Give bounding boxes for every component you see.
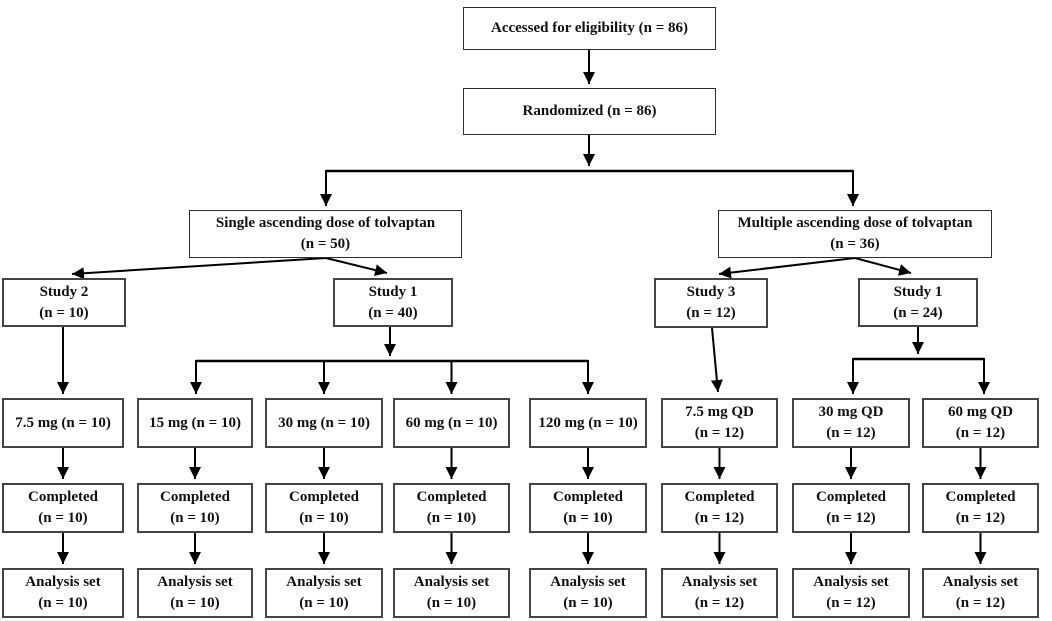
- node-dose-7-5mg: 7.5 mg (n = 10): [2, 398, 124, 448]
- node-dose-30mg: 30 mg (n = 10): [265, 398, 383, 448]
- node-label: 15 mg (n = 10): [149, 414, 241, 431]
- node-label: 120 mg (n = 10): [538, 414, 638, 431]
- node-study-2: Study 2 (n = 10): [2, 278, 126, 327]
- node-analysis-col1: Analysis set (n = 10): [2, 568, 124, 618]
- node-analysis-col4: Analysis set (n = 10): [393, 568, 510, 618]
- node-label: Completed (n = 10): [416, 489, 487, 526]
- node-analysis-col8: Analysis set (n = 12): [922, 568, 1039, 618]
- node-label: Study 2 (n = 10): [39, 283, 89, 321]
- node-study-1-multiple: Study 1 (n = 24): [858, 278, 978, 327]
- node-analysis-col3: Analysis set (n = 10): [265, 568, 383, 618]
- node-study-3: Study 3 (n = 12): [654, 278, 768, 328]
- node-label: 7.5 mg QD (n = 12): [685, 404, 754, 441]
- node-dose-15mg: 15 mg (n = 10): [137, 398, 253, 448]
- node-label: Accessed for eligibility (n = 86): [491, 20, 688, 36]
- node-completed-col4: Completed (n = 10): [393, 483, 510, 533]
- node-label: 30 mg (n = 10): [278, 414, 370, 431]
- node-analysis-col7: Analysis set (n = 12): [792, 568, 910, 618]
- node-label: Analysis set (n = 10): [157, 574, 233, 611]
- node-label: Completed (n = 10): [160, 489, 230, 526]
- node-label: Analysis set (n = 12): [813, 574, 889, 611]
- node-completed-col5: Completed (n = 10): [529, 483, 647, 533]
- node-study-1-single: Study 1 (n = 40): [333, 278, 453, 327]
- node-completed-col7: Completed (n = 12): [792, 483, 910, 533]
- node-completed-col2: Completed (n = 10): [137, 483, 253, 533]
- node-dose-60mg: 60 mg (n = 10): [393, 398, 510, 448]
- node-label: Study 1 (n = 24): [893, 283, 943, 321]
- node-analysis-col6: Analysis set (n = 12): [661, 568, 778, 618]
- node-label: Completed (n = 10): [289, 489, 359, 526]
- node-label: Multiple ascending dose of tolvaptan (n …: [737, 215, 973, 252]
- node-label: Analysis set (n = 10): [413, 574, 490, 611]
- node-label: 30 mg QD (n = 12): [818, 404, 884, 441]
- node-label: Randomized (n = 86): [522, 103, 657, 119]
- node-label: Study 1 (n = 40): [368, 283, 418, 321]
- node-label: Single ascending dose of tolvaptan (n = …: [215, 215, 436, 252]
- node-label: Completed (n = 12): [945, 489, 1016, 526]
- node-completed-col3: Completed (n = 10): [265, 483, 383, 533]
- node-label: Completed (n = 12): [684, 489, 755, 526]
- node-analysis-col5: Analysis set (n = 10): [529, 568, 647, 618]
- node-label: Completed (n = 12): [816, 489, 886, 526]
- node-completed-col1: Completed (n = 10): [2, 483, 124, 533]
- node-single-ascending-dose: Single ascending dose of tolvaptan (n = …: [189, 210, 462, 258]
- node-label: Analysis set (n = 10): [550, 574, 626, 611]
- node-completed-col8: Completed (n = 12): [922, 483, 1039, 533]
- node-accessed-for-eligibility: Accessed for eligibility (n = 86): [463, 7, 716, 50]
- node-randomized: Randomized (n = 86): [463, 88, 716, 135]
- node-label: 7.5 mg (n = 10): [15, 414, 111, 431]
- node-label: 60 mg QD (n = 12): [948, 404, 1013, 441]
- node-multiple-ascending-dose: Multiple ascending dose of tolvaptan (n …: [718, 210, 992, 258]
- node-label: Analysis set (n = 10): [286, 574, 362, 611]
- node-label: Analysis set (n = 10): [25, 574, 101, 611]
- node-label: Completed (n = 10): [28, 489, 98, 526]
- node-completed-col6: Completed (n = 12): [661, 483, 778, 533]
- node-label: Completed (n = 10): [553, 489, 623, 526]
- node-dose-7-5mg-qd: 7.5 mg QD (n = 12): [661, 398, 778, 448]
- node-label: Analysis set (n = 12): [942, 574, 1019, 611]
- node-dose-120mg: 120 mg (n = 10): [529, 398, 647, 448]
- node-label: Study 3 (n = 12): [686, 284, 736, 321]
- node-label: Analysis set (n = 12): [681, 574, 758, 611]
- node-dose-60mg-qd: 60 mg QD (n = 12): [922, 398, 1039, 448]
- node-label: 60 mg (n = 10): [405, 414, 498, 431]
- node-analysis-col2: Analysis set (n = 10): [137, 568, 253, 618]
- node-dose-30mg-qd: 30 mg QD (n = 12): [792, 398, 910, 448]
